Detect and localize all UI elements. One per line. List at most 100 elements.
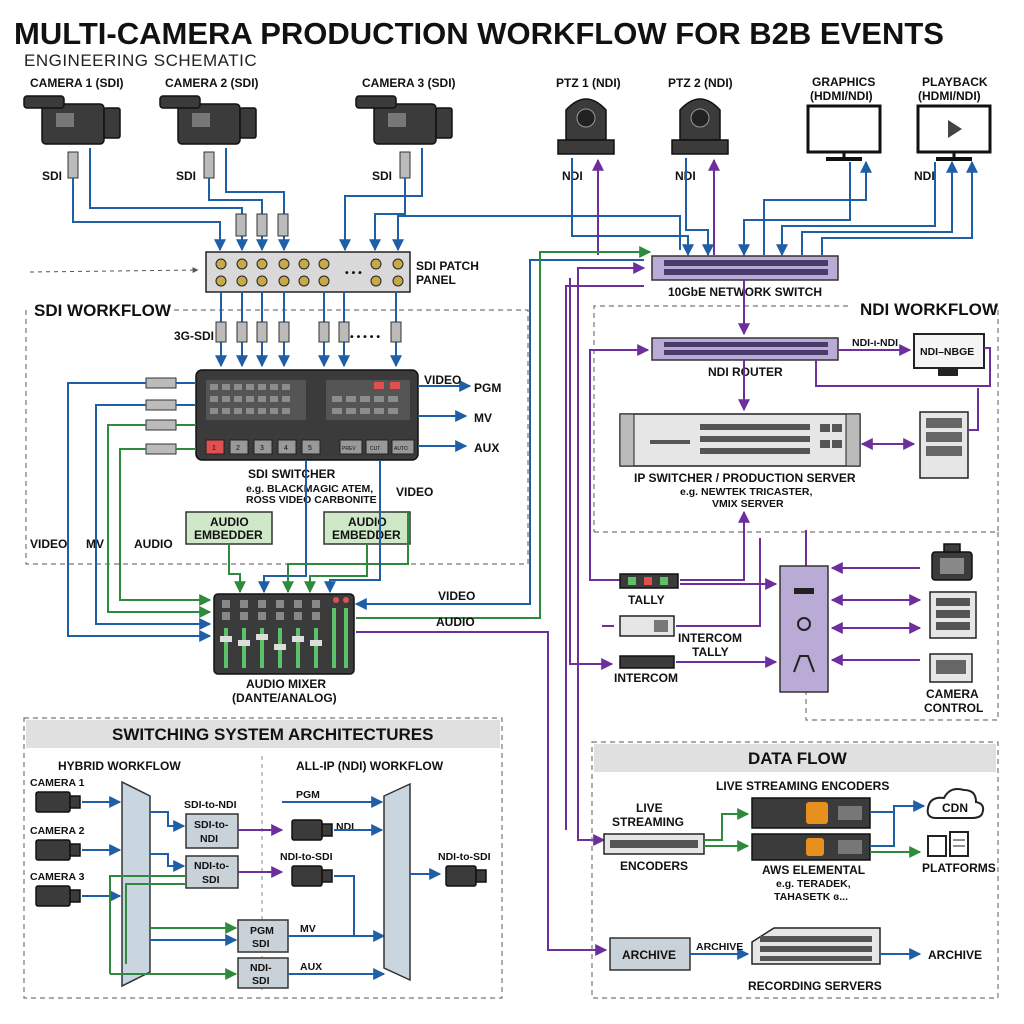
switcher-example-1: e.g. BLACKMAGIC ATEM, xyxy=(246,483,373,495)
page-title: MULTI-CAMERA PRODUCTION WORKFLOW FOR B2B… xyxy=(14,16,944,51)
network-switch-label: 10GbE NETWORK SWITCH xyxy=(668,285,822,299)
pgm-out-label: PGM xyxy=(474,381,501,395)
patch-panel-label: SDI PATCH xyxy=(416,259,479,273)
ndi-sdi-box-label-2: SDI xyxy=(252,975,270,987)
mixer-audio-label: AUDIO xyxy=(436,615,475,629)
switcher-buttons: 1 2 3 4 5 PREV CUT AUTO xyxy=(205,439,415,455)
recording-servers-label: RECORDING SERVERS xyxy=(748,979,882,993)
cam2-sdi-label: SDI xyxy=(176,169,196,183)
switcher-button-cut[interactable] xyxy=(365,439,389,455)
sdi-to-ndi-box-label-2: NDI xyxy=(200,833,218,845)
production-server xyxy=(619,413,861,467)
ndi-bridge-monitor xyxy=(913,333,985,376)
architectures-title: SWITCHING SYSTEM ARCHITECTURES xyxy=(112,725,433,744)
mv-out-label: MV xyxy=(474,411,492,425)
hybrid-cam1-label: CAMERA 1 xyxy=(30,777,85,789)
hybrid-internal-links xyxy=(109,811,386,980)
switcher-button-5[interactable] xyxy=(301,439,321,455)
mixer-network-links xyxy=(354,246,652,619)
camera-3-label: CAMERA 3 (SDI) xyxy=(362,76,456,90)
3g-sdi-label: 3G-SDI xyxy=(174,329,214,343)
cloud-icon xyxy=(926,788,985,819)
control-frame xyxy=(805,532,999,721)
pgm-sdi-box-label-2: SDI xyxy=(252,938,270,950)
switcher-button-1[interactable] xyxy=(205,439,225,455)
platforms-label: PLATFORMS xyxy=(922,861,996,875)
switcher-button-auto-label: AUTO xyxy=(394,446,408,452)
pgm-sdi-box-label: PGM xyxy=(250,925,274,937)
encoders-label: ENCODERS xyxy=(620,859,688,873)
patch-dashed-pointer xyxy=(29,267,199,274)
ndi-sdi-box-label: NDI- xyxy=(250,962,272,974)
switcher-button-cut-label: CUT xyxy=(370,446,380,452)
architectures-frame xyxy=(23,717,503,999)
graphics-label: GRAPHICS xyxy=(812,75,875,89)
camera-2-icon xyxy=(159,95,257,145)
mixer-feedback-links xyxy=(67,382,212,642)
camera-control-icon xyxy=(929,653,973,683)
architectures-header xyxy=(26,720,500,748)
sdi-to-ndi-caption: SDI-to-NDI xyxy=(184,799,237,811)
audio-embedder-1-label: AUDIO xyxy=(210,515,249,529)
audio-embedder-1-label-2: EMBEDDER xyxy=(194,528,263,542)
bridge-return-link xyxy=(815,347,991,387)
archive-box-label: ARCHIVE xyxy=(622,948,676,962)
cam3-sdi-label: SDI xyxy=(372,169,392,183)
allip-out-label: NDI-to-SDI xyxy=(438,851,491,863)
intercom-tally-right xyxy=(676,538,761,627)
intercom-tally-label-2: TALLY xyxy=(692,645,729,659)
audio-embedder-2-label-2: EMBEDDER xyxy=(332,528,401,542)
ndi-to-sdi-box-label-2: SDI xyxy=(202,874,220,886)
hybrid-cam3-label: CAMERA 3 xyxy=(30,871,85,883)
hub-peripheral-links xyxy=(830,562,922,666)
storage-bridge-link xyxy=(968,388,979,431)
encoders-title: LIVE STREAMING ENCODERS xyxy=(716,779,889,793)
audio-mixer xyxy=(213,593,355,675)
production-server-example-1: e.g. NEWTEK TRICASTER, xyxy=(680,486,813,498)
audio-mixer-label: AUDIO MIXER xyxy=(246,677,326,691)
cam1-sdi-label: SDI xyxy=(42,169,62,183)
camera-3-icon xyxy=(355,95,453,145)
switcher-button-2[interactable] xyxy=(229,439,249,455)
pgm-sdi-box xyxy=(237,919,289,953)
switcher-button-3[interactable] xyxy=(253,439,273,455)
switcher-left-links xyxy=(176,382,196,450)
production-server-example-2: VMIX SERVER xyxy=(712,498,784,510)
cdn-label: CDN xyxy=(942,801,968,815)
tally-device xyxy=(619,573,679,589)
switcher-button-prev[interactable] xyxy=(339,439,363,455)
sdi-to-ndi-box xyxy=(185,813,239,849)
ptz-2-label: PTZ 2 (NDI) xyxy=(668,76,733,90)
switcher-label: SDI SWITCHER xyxy=(248,467,336,481)
sdi-to-ndi-box-label: SDI-to- xyxy=(194,819,229,831)
audio-embedder-2 xyxy=(323,511,411,545)
switcher-button-4[interactable] xyxy=(277,439,297,455)
embedder-video-label: VIDEO xyxy=(396,485,433,499)
playback-label: PLAYBACK xyxy=(922,75,988,89)
recording-servers xyxy=(751,927,881,965)
switcher-button-4-label: 4 xyxy=(284,445,288,452)
ptz-1-label: PTZ 1 (NDI) xyxy=(556,76,621,90)
camera-2-label: CAMERA 2 (SDI) xyxy=(165,76,259,90)
switcher-button-5-label: 5 xyxy=(308,445,312,452)
streaming-label: STREAMING xyxy=(612,815,684,829)
control-hub xyxy=(779,565,829,693)
ndi-to-sdi-box xyxy=(185,855,239,889)
audio-embedder-2-label: AUDIO xyxy=(348,515,387,529)
allip-mv-label: MV xyxy=(300,923,316,935)
allip-links xyxy=(282,796,442,936)
playback-ndi-label: NDI xyxy=(914,169,935,183)
switcher-input-connectors xyxy=(215,321,402,343)
switcher-button-1-label: 1 xyxy=(212,445,216,452)
switcher-example-2: ROSS VIDEO CARBONITE xyxy=(246,494,377,506)
hybrid-cam2-label: CAMERA 2 xyxy=(30,825,85,837)
intercom-tally-label: INTERCOM xyxy=(678,631,742,645)
connector-dots: • • • • • xyxy=(350,331,380,343)
ptz-1-icon xyxy=(557,98,615,155)
tally-label: TALLY xyxy=(628,593,665,607)
switcher-button-3-label: 3 xyxy=(260,445,264,452)
patch-input-connectors xyxy=(235,213,289,237)
ndi-to-sdi-box-label: NDI-to- xyxy=(194,860,229,872)
aws-example-1: e.g. TERADEK, xyxy=(776,878,851,890)
switcher-button-auto[interactable] xyxy=(391,439,415,455)
